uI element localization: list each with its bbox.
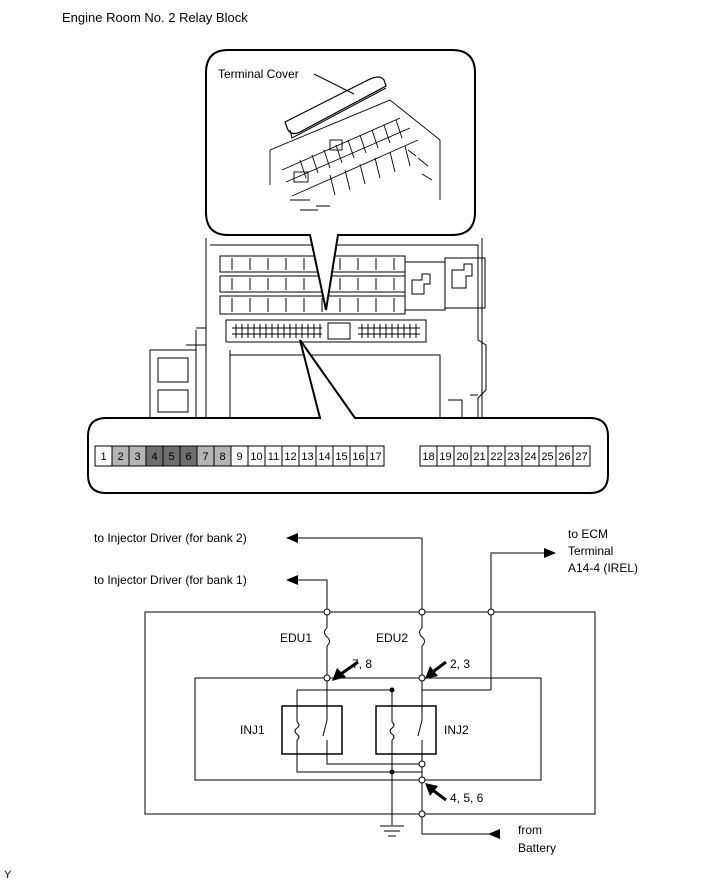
- edu2-fuse: [419, 627, 425, 647]
- pin-label-2: 2: [117, 451, 123, 463]
- inj2-coil: [389, 721, 395, 741]
- terminal-block-sketch: [269, 99, 441, 211]
- pin-label-17: 17: [369, 451, 381, 463]
- pin-cell-27: [572, 445, 591, 467]
- pin-label-25: 25: [541, 451, 553, 463]
- label-battery: Battery: [518, 841, 556, 855]
- pin-label-12: 12: [284, 451, 296, 463]
- pin-label-8: 8: [219, 451, 225, 463]
- circuit-diagram: to Injector Driver (for bank 2) to Injec…: [94, 527, 638, 855]
- page-title: Engine Room No. 2 Relay Block: [62, 10, 248, 25]
- pin-label-13: 13: [301, 451, 313, 463]
- label-pins-456: 4, 5, 6: [450, 791, 484, 805]
- arrow-bank1: [286, 575, 298, 585]
- terminal-cover-callout: Terminal Cover: [205, 49, 476, 311]
- pin-label-27: 27: [575, 451, 587, 463]
- pin-label-9: 9: [236, 451, 242, 463]
- label-bank1: to Injector Driver (for bank 1): [94, 573, 247, 587]
- pin-label-11: 11: [268, 451, 279, 463]
- label-pins-78: 7, 8: [352, 657, 372, 671]
- pin-cell-17: [366, 445, 385, 467]
- pin-label-21: 21: [473, 451, 485, 463]
- pin-label-26: 26: [558, 451, 570, 463]
- ground-icon: [380, 825, 404, 837]
- label-ecm-2: Terminal: [568, 544, 613, 558]
- pin-label-23: 23: [507, 451, 519, 463]
- arrow-battery: [488, 829, 500, 839]
- relay-block-outline: [144, 611, 596, 815]
- callout-bubble-bottom: [87, 339, 609, 494]
- label-inj2: INJ2: [444, 723, 469, 737]
- relay-inner-outline: [194, 677, 542, 781]
- pin-label-1: 1: [100, 451, 106, 463]
- pin-label-16: 16: [352, 451, 364, 463]
- relay-block-body: [149, 238, 487, 421]
- edu1-fuse: [324, 627, 330, 647]
- label-pins-23: 2, 3: [450, 657, 470, 671]
- inj1-coil: [294, 721, 300, 741]
- pin-label-4: 4: [151, 451, 157, 463]
- footer-code: Y: [4, 869, 12, 881]
- arrow-ecm: [544, 548, 556, 558]
- pin-label-18: 18: [422, 451, 434, 463]
- pin-label-19: 19: [439, 451, 451, 463]
- label-bank2: to Injector Driver (for bank 2): [94, 531, 247, 545]
- label-inj1: INJ1: [240, 723, 265, 737]
- pin-label-3: 3: [134, 451, 140, 463]
- relay-inj1: [281, 705, 343, 755]
- terminal-cover-leader: [313, 73, 355, 95]
- relay-inj2: [375, 705, 437, 755]
- arrow-pins-23: [425, 666, 438, 679]
- label-ecm-3: A14-4 (IREL): [568, 561, 638, 575]
- pin-label-14: 14: [318, 451, 330, 463]
- pin-label-5: 5: [168, 451, 174, 463]
- pin-label-10: 10: [250, 451, 262, 463]
- pin-label-22: 22: [490, 451, 502, 463]
- arrow-bank2: [286, 533, 298, 543]
- pin-label-6: 6: [185, 451, 191, 463]
- pin-label-7: 7: [202, 451, 208, 463]
- arrow-pins-78: [332, 668, 346, 681]
- ecm-terminal-dot: [487, 608, 495, 616]
- callout-bubble-top: [205, 49, 476, 311]
- label-edu2: EDU2: [376, 631, 408, 645]
- terminal-cover-label: Terminal Cover: [218, 67, 299, 81]
- arrow-pins-456: [425, 783, 438, 796]
- pin-label-24: 24: [524, 451, 536, 463]
- label-edu1: EDU1: [280, 631, 312, 645]
- pin-label-15: 15: [335, 451, 347, 463]
- connector-pins-right: 18 19 20 21 22 23 24 25 26 27: [419, 445, 591, 467]
- pin-label-20: 20: [456, 451, 468, 463]
- label-ecm-1: to ECM: [568, 527, 608, 541]
- label-from: from: [518, 823, 542, 837]
